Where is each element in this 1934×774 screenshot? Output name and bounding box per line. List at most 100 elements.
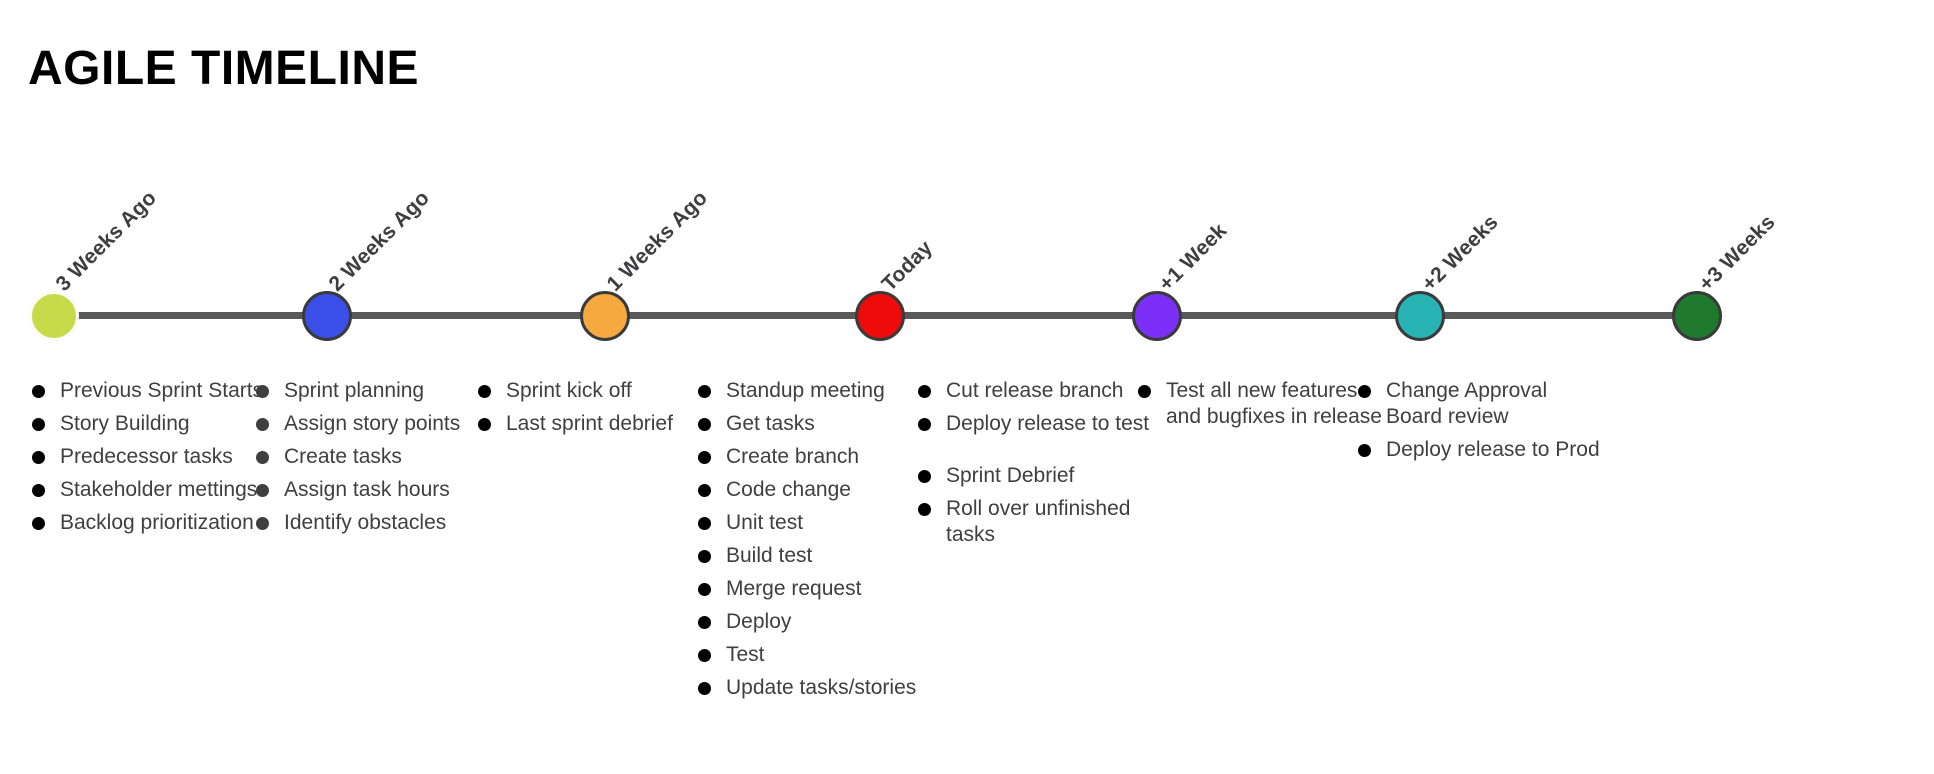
list-item-label: Unit test xyxy=(726,511,804,534)
list-item-label: Predecessor tasks xyxy=(60,445,233,468)
milestone-label-plus-one-week: +1 Week xyxy=(1154,218,1232,296)
bullet-icon xyxy=(698,649,711,662)
bullet-icon xyxy=(918,418,931,431)
list-item: Deploy release to test xyxy=(918,411,1149,437)
list-item: Test xyxy=(698,642,916,668)
list-item: Roll over unfinished tasks xyxy=(918,496,1149,548)
list-item: Previous Sprint Starts xyxy=(32,378,263,404)
bullet-icon xyxy=(698,418,711,431)
milestone-label-plus-two-weeks: +2 Weeks xyxy=(1417,210,1503,296)
list-item-label: Deploy xyxy=(726,610,792,633)
list-item-label: Last sprint debrief xyxy=(506,412,673,435)
milestone-marker-plus-one-week[interactable] xyxy=(1132,291,1182,341)
bullet-icon xyxy=(918,470,931,483)
bullet-icon xyxy=(32,418,45,431)
bullet-icon xyxy=(32,451,45,464)
list-item-label: Identify obstacles xyxy=(284,511,447,534)
list-item: Sprint kick off xyxy=(478,378,673,404)
bullet-icon xyxy=(918,385,931,398)
list-item-label: Merge request xyxy=(726,577,862,600)
bullet-icon xyxy=(698,451,711,464)
list-item-label: Sprint kick off xyxy=(506,379,632,402)
list-item: Get tasks xyxy=(698,411,916,437)
bullet-icon xyxy=(256,451,269,464)
list-item-label: Stakeholder mettings xyxy=(60,478,258,501)
bullet-icon xyxy=(256,484,269,497)
milestone-marker-plus-two-weeks[interactable] xyxy=(1395,291,1445,341)
list-item-label: Sprint planning xyxy=(284,379,425,402)
list-item-label: Deploy release to test xyxy=(946,412,1150,435)
bullet-icon xyxy=(32,517,45,530)
list-item: Assign story points xyxy=(256,411,460,437)
list-item: Identify obstacles xyxy=(256,510,460,536)
list-item: Change Approval Board review xyxy=(1358,378,1600,430)
page-title: AGILE TIMELINE xyxy=(28,42,419,96)
list-item-label: Update tasks/stories xyxy=(726,676,917,699)
bullet-icon xyxy=(256,517,269,530)
list-item: Deploy xyxy=(698,609,916,635)
list-item-label: Code change xyxy=(726,478,851,501)
list-item-label: Backlog prioritization xyxy=(60,511,254,534)
bullet-icon xyxy=(1138,385,1151,398)
bullet-icon xyxy=(698,550,711,563)
bullet-icon xyxy=(256,385,269,398)
milestone-label-two-weeks-ago: 2 Weeks Ago xyxy=(324,186,434,296)
milestone-task-list-plus-two-weeks: Test all new features and bugfixes in re… xyxy=(1138,378,1382,437)
list-item-label: Build test xyxy=(726,544,813,567)
bullet-icon xyxy=(1358,444,1371,457)
milestone-label-today: Today xyxy=(877,236,938,296)
bullet-icon xyxy=(698,517,711,530)
list-item: Cut release branch xyxy=(918,378,1149,404)
list-item: Standup meeting xyxy=(698,378,916,404)
milestone-marker-today[interactable] xyxy=(855,291,905,341)
milestone-label-three-weeks-ago: 3 Weeks Ago xyxy=(51,186,161,296)
list-item: Sprint planning xyxy=(256,378,460,404)
list-item: Last sprint debrief xyxy=(478,411,673,437)
list-item-label: Sprint Debrief xyxy=(946,464,1075,487)
list-item: Predecessor tasks xyxy=(32,444,263,470)
bullet-icon xyxy=(478,385,491,398)
list-item: Backlog prioritization xyxy=(32,510,263,536)
bullet-icon xyxy=(32,484,45,497)
list-item-label: Change Approval Board review xyxy=(1386,379,1548,428)
milestone-marker-plus-three-weeks[interactable] xyxy=(1672,291,1722,341)
list-item: Stakeholder mettings xyxy=(32,477,263,503)
list-item: Build test xyxy=(698,543,916,569)
list-item: Unit test xyxy=(698,510,916,536)
bullet-icon xyxy=(1358,385,1371,398)
bullet-icon xyxy=(698,682,711,695)
bullet-icon xyxy=(698,616,711,629)
milestone-marker-two-weeks-ago[interactable] xyxy=(302,291,352,341)
list-item-label: Roll over unfinished tasks xyxy=(946,497,1131,546)
list-item: Create tasks xyxy=(256,444,460,470)
bullet-icon xyxy=(918,503,931,516)
bullet-icon xyxy=(478,418,491,431)
milestone-marker-one-week-ago[interactable] xyxy=(580,291,630,341)
list-item-label: Test all new features and bugfixes in re… xyxy=(1166,379,1382,428)
list-item-label: Assign task hours xyxy=(284,478,450,501)
list-item-label: Test xyxy=(726,643,765,666)
milestone-label-plus-three-weeks: +3 Weeks xyxy=(1694,210,1780,296)
bullet-icon xyxy=(256,418,269,431)
list-item: Story Building xyxy=(32,411,263,437)
list-item-label: Cut release branch xyxy=(946,379,1124,402)
list-item-label: Standup meeting xyxy=(726,379,885,402)
list-item: Update tasks/stories xyxy=(698,675,916,701)
list-item-label: Create branch xyxy=(726,445,860,468)
list-item: Assign task hours xyxy=(256,477,460,503)
list-item-label: Create tasks xyxy=(284,445,402,468)
bullet-icon xyxy=(698,385,711,398)
milestone-label-one-week-ago: 1 Weeks Ago xyxy=(602,186,712,296)
bullet-icon xyxy=(32,385,45,398)
milestone-marker-three-weeks-ago[interactable] xyxy=(29,291,79,341)
list-item: Create branch xyxy=(698,444,916,470)
list-item-label: Get tasks xyxy=(726,412,815,435)
bullet-icon xyxy=(698,484,711,497)
list-item-label: Deploy release to Prod xyxy=(1386,438,1600,461)
